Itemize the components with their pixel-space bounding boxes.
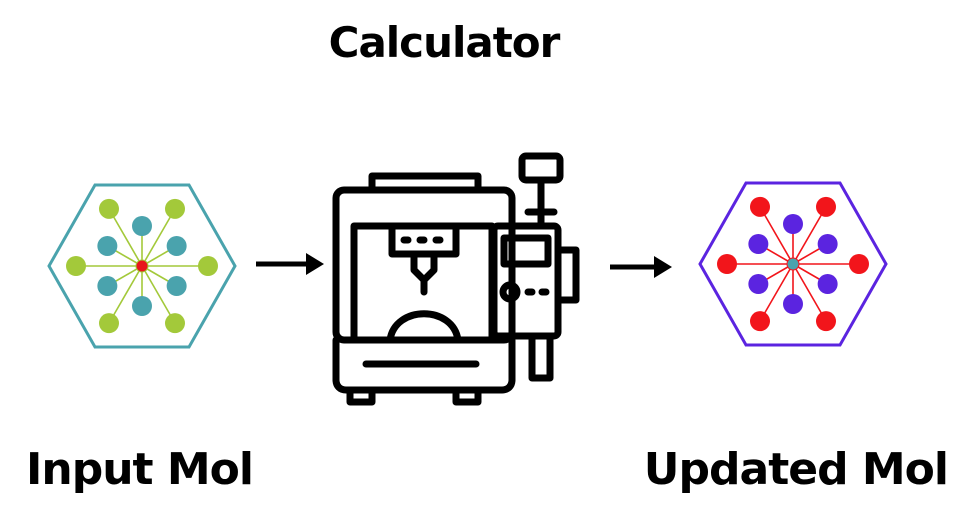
calculator-title: Calculator xyxy=(328,18,561,67)
inner-atom xyxy=(748,274,769,294)
center-atom xyxy=(786,257,800,271)
hexagon-outline xyxy=(698,181,888,347)
inner-atom xyxy=(166,276,187,296)
inner-atom xyxy=(97,276,118,296)
inner-atom xyxy=(783,214,803,234)
hexagon-outline xyxy=(47,183,237,349)
inner-atom xyxy=(817,274,838,294)
bond-line xyxy=(759,206,794,265)
bond-line xyxy=(141,208,176,267)
bond-line xyxy=(108,265,143,324)
outer-atom xyxy=(198,256,218,276)
bond-line xyxy=(141,265,176,324)
outer-atom xyxy=(99,313,119,334)
inner-atom xyxy=(166,236,187,256)
outer-atom xyxy=(165,313,185,334)
outer-atom xyxy=(750,311,770,332)
outer-atom xyxy=(816,311,836,332)
inner-atom xyxy=(748,234,769,254)
outer-atom xyxy=(717,254,737,274)
center-atom xyxy=(135,259,149,273)
inner-atom xyxy=(132,296,152,316)
bond-line xyxy=(108,208,143,267)
outer-atom xyxy=(99,198,119,219)
inner-atom xyxy=(132,216,152,236)
bond-line xyxy=(759,263,794,322)
outer-atom xyxy=(66,256,86,276)
outer-atom xyxy=(165,198,185,219)
input-molecule-icon xyxy=(47,183,237,349)
updated-mol-label: Updated Mol xyxy=(643,444,949,495)
arrow-right-icon xyxy=(256,253,324,275)
outer-atom xyxy=(816,196,836,217)
inner-atom xyxy=(97,236,118,256)
outer-atom xyxy=(750,196,770,217)
cnc-machine-icon xyxy=(332,152,580,406)
bond-line xyxy=(792,263,827,322)
outer-atom xyxy=(849,254,869,274)
updated-molecule-icon xyxy=(698,181,888,347)
bond-line xyxy=(792,206,827,265)
arrow-right-icon xyxy=(610,256,672,278)
inner-atom xyxy=(783,294,803,314)
inner-atom xyxy=(817,234,838,254)
input-mol-label: Input Mol xyxy=(26,444,254,495)
